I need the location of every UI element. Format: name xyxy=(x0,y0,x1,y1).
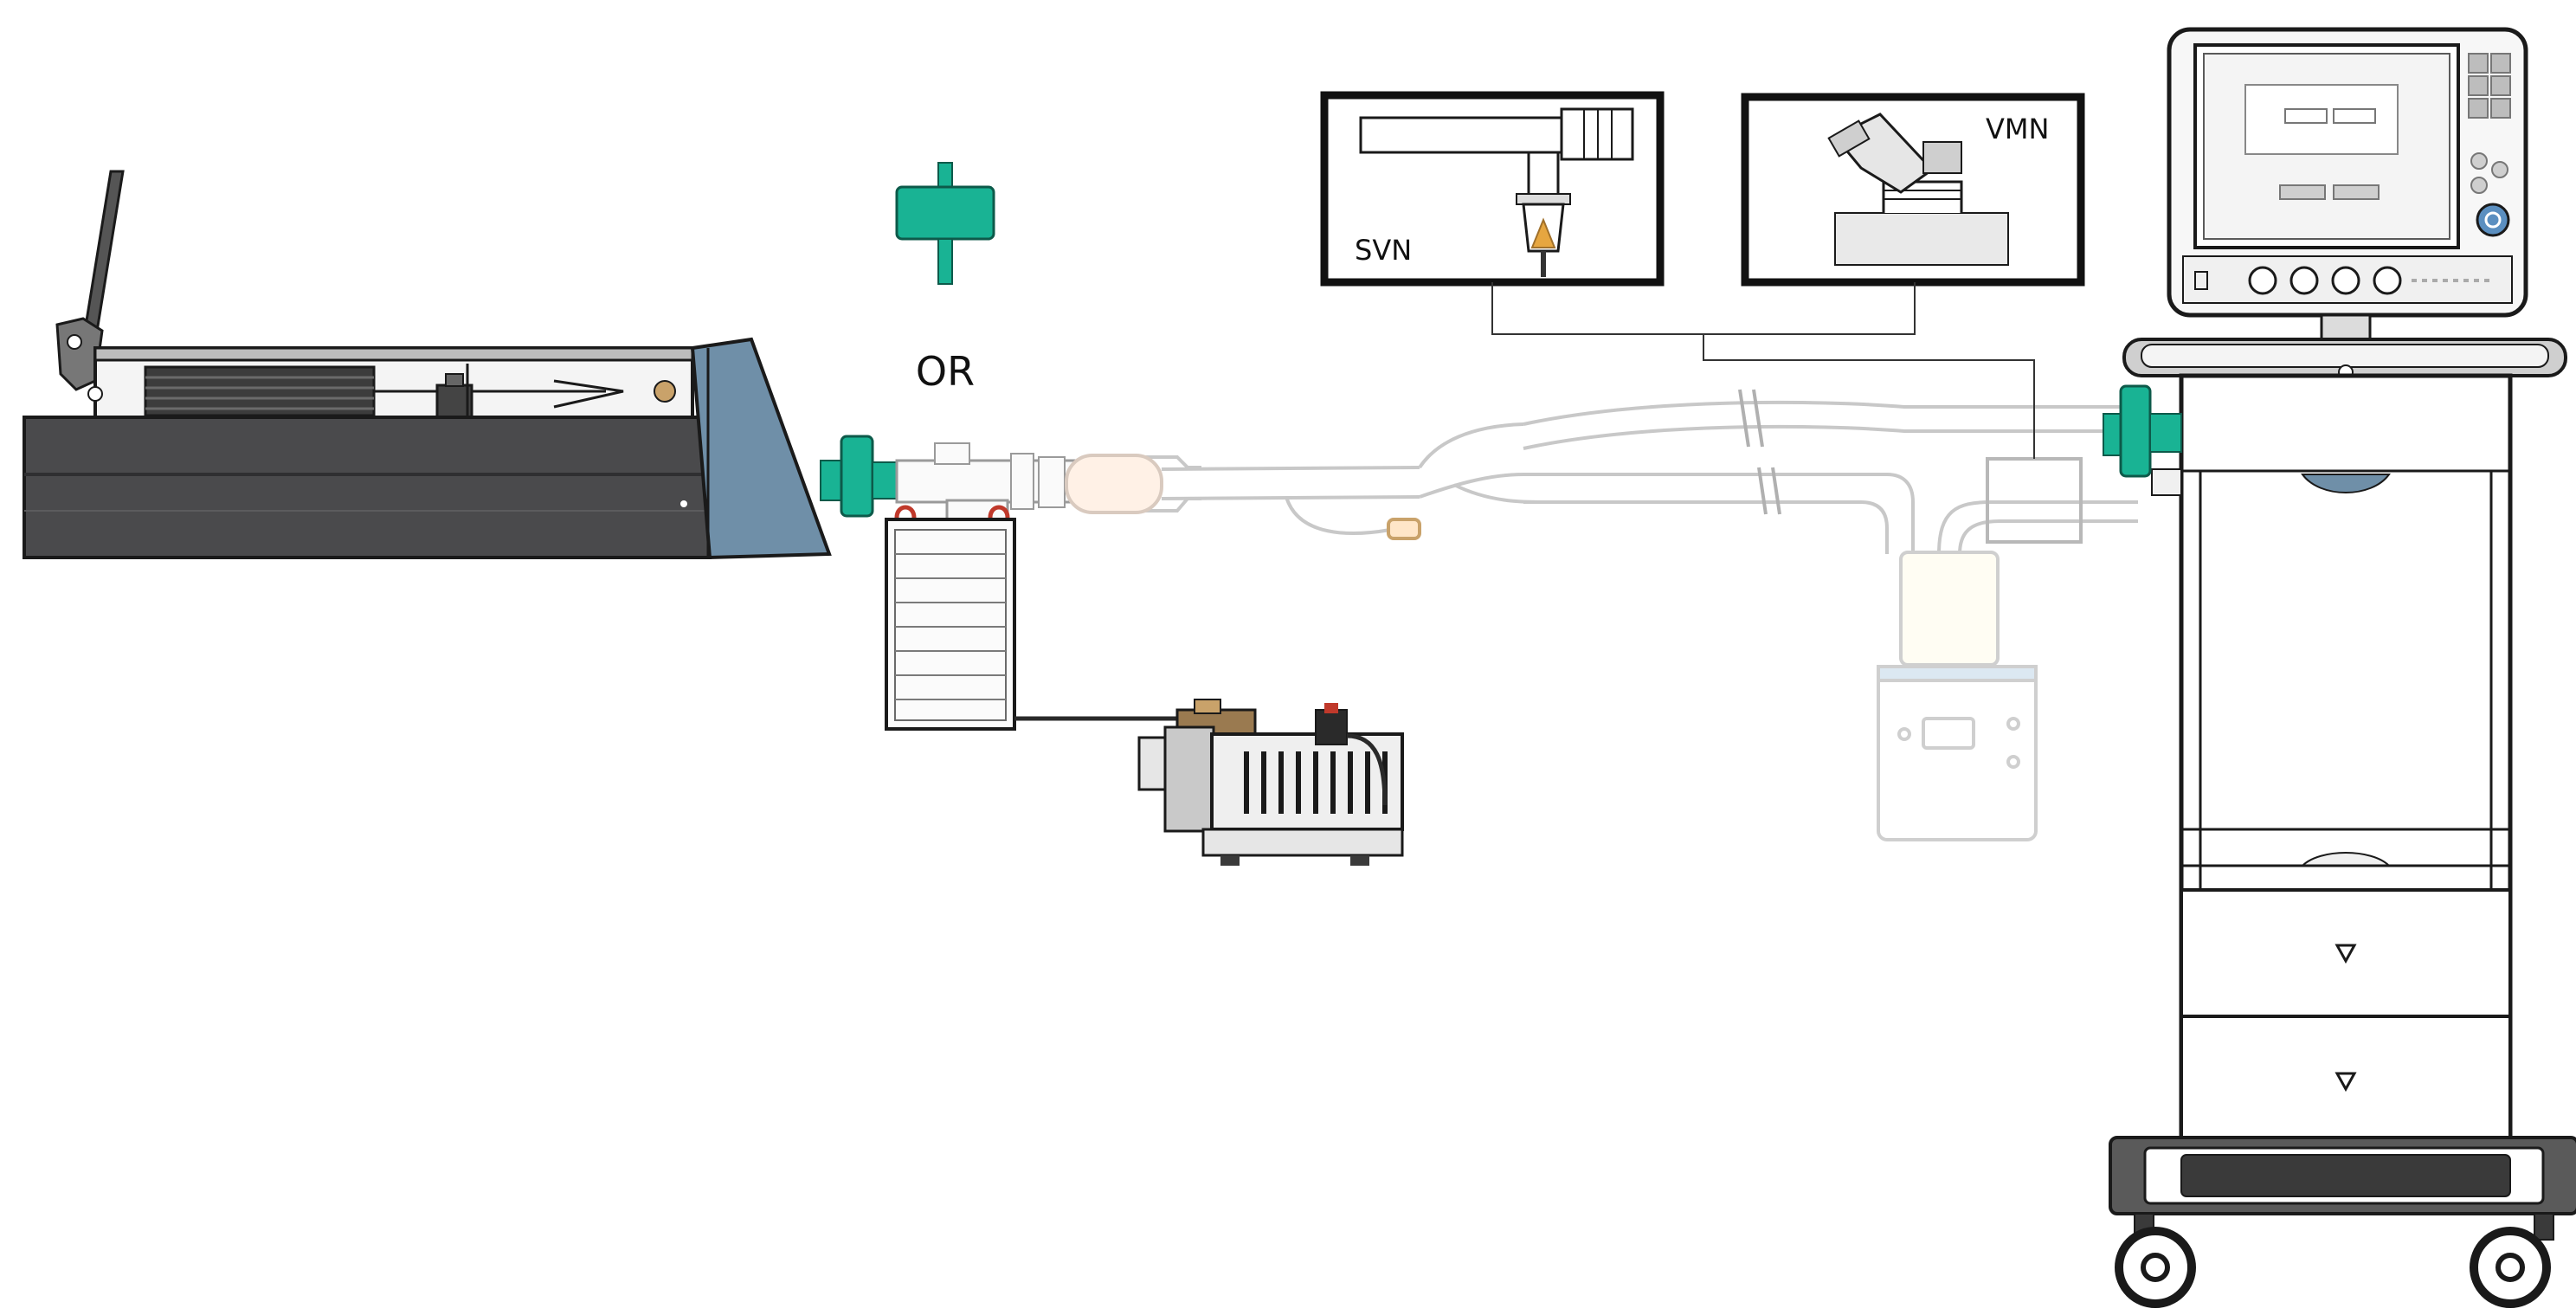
vmn-label: VMN xyxy=(1986,113,2049,145)
svn-callout: SVN xyxy=(1320,91,1665,287)
vacuum-pump xyxy=(1137,699,1404,866)
caster-right xyxy=(2470,1213,2554,1308)
or-label: OR xyxy=(916,348,975,395)
bacterial-filter-option xyxy=(895,162,995,285)
lung-simulator xyxy=(23,170,832,560)
caster-left xyxy=(2115,1213,2196,1308)
inline-filter xyxy=(820,435,899,518)
t-piece-adapter xyxy=(895,442,1080,532)
ventilator xyxy=(2103,27,2576,1308)
humidifier xyxy=(1877,551,2038,841)
callout-leader-lines xyxy=(1491,282,2035,459)
vmn-callout: VMN xyxy=(1741,93,2085,287)
svn-label: SVN xyxy=(1355,234,1412,267)
expiratory-collection-bag xyxy=(885,505,1016,731)
breathing-circuit xyxy=(1065,389,2138,555)
